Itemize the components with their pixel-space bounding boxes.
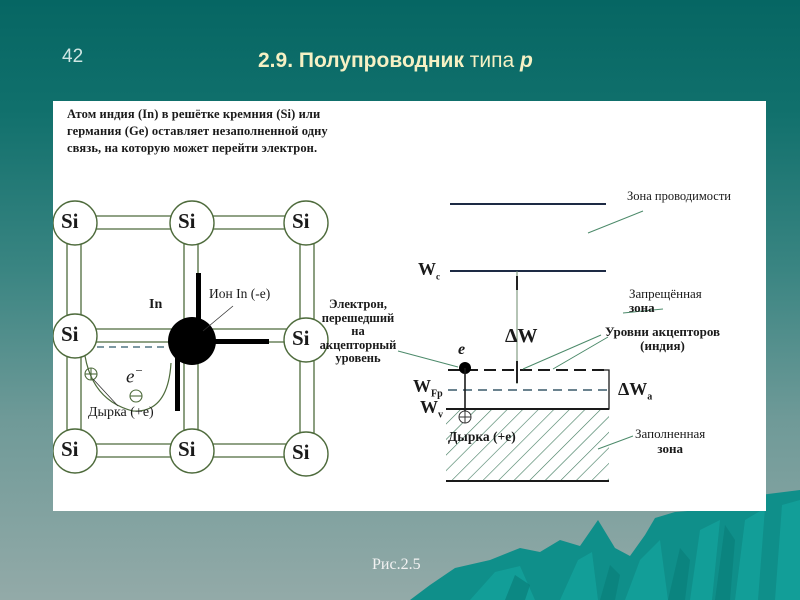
si-label: Si [61, 209, 79, 233]
acceptor-pointer-2 [552, 336, 609, 370]
diagram-drawing [53, 200, 664, 482]
si-label: Si [292, 440, 310, 464]
wv-w: W [420, 397, 438, 417]
si-atom [169, 428, 215, 474]
electron-sign: − [134, 363, 144, 378]
conduction-pointer [587, 210, 644, 234]
moved-line5: уровень [335, 351, 381, 365]
si-label: Si [61, 322, 79, 346]
si-atom [53, 428, 98, 474]
si-atoms [53, 200, 329, 477]
moved-line4: акцепторный [319, 337, 397, 352]
acceptor-pointer-1 [522, 334, 602, 370]
valence-line2: зона [657, 441, 683, 456]
lattice-hole-label: Дырка (+е) [88, 405, 154, 420]
acceptor-line1: Уровни акцепторов [605, 324, 721, 339]
si-label: Si [178, 437, 196, 461]
valence-hole-marker [458, 410, 472, 424]
si-label: Si [292, 209, 310, 233]
si-atom [283, 431, 329, 477]
valence-line1: Заполненная [635, 426, 706, 441]
moved-line1: Электрон, [329, 297, 387, 311]
wfp-label: WFp [413, 376, 443, 400]
intro-text: Атом индия (In) в решётке кремния (Si) и… [67, 107, 328, 155]
forbidden-line1: Запрещённая [629, 286, 702, 301]
electron-marker [129, 389, 143, 403]
acceptor-line2: (индия) [640, 338, 685, 353]
ion-label: Ион In (-е) [209, 286, 271, 301]
in-label: In [149, 297, 163, 312]
delta-wa-sub: a [647, 391, 653, 403]
wv-sub: v [438, 409, 443, 421]
moved-line3: на [351, 324, 365, 338]
valence-band-hatch [446, 410, 609, 480]
si-atom [169, 200, 215, 246]
title-italic: p [520, 49, 533, 72]
moved-line2: перешедший [321, 310, 395, 325]
ion-pointer [202, 305, 234, 332]
wc-sub: c [436, 271, 440, 282]
wfp-w: W [413, 376, 431, 396]
forbidden-line2: зона [629, 300, 655, 315]
si-atom [283, 200, 329, 246]
valence-pointer [597, 435, 634, 450]
si-label: Si [178, 209, 196, 233]
hole-marker [84, 367, 98, 381]
si-label: Si [292, 326, 310, 350]
acceptor-levels-label: Уровни акцепторов(индия) [605, 325, 720, 353]
wc-label: Wc [418, 259, 440, 282]
hole-pointer [92, 378, 119, 407]
wv-label: Wv [420, 397, 443, 421]
si-atom [53, 313, 98, 359]
title-regular: типа [463, 49, 521, 72]
wc-w: W [418, 259, 436, 279]
si-atom [283, 317, 329, 363]
slide-title: 2.9. Полупроводник типа p [258, 49, 533, 73]
electron-moved-pointer [397, 350, 459, 368]
forbidden-pointer [622, 308, 664, 314]
band-electron-label: e [458, 341, 466, 358]
conduction-zone-label: Зона проводимости [627, 189, 731, 203]
delta-w-label: ΔW [505, 325, 538, 347]
si-label: Si [61, 437, 79, 461]
slide-number: 42 [62, 46, 84, 67]
lattice-electron-label: e− [126, 363, 143, 388]
electron-e: e [126, 366, 135, 388]
delta-wa-label: ΔWa [618, 379, 652, 403]
wfp-sub: Fp [431, 388, 443, 400]
mountain-ridges [470, 500, 800, 600]
band-hole-label: Дырка (+е) [448, 429, 516, 444]
figure-panel: Атом индия (In) в решётке кремния (Si) и… [53, 101, 766, 511]
electron-path-arc [84, 355, 172, 412]
delta-wa: ΔW [618, 379, 648, 399]
title-bold: 2.9. Полупроводник [258, 49, 464, 72]
indium-ion [168, 273, 269, 411]
si-atom [53, 200, 98, 246]
mountain-shadow [505, 525, 735, 600]
figure-caption: Рис.2.5 [372, 556, 421, 573]
